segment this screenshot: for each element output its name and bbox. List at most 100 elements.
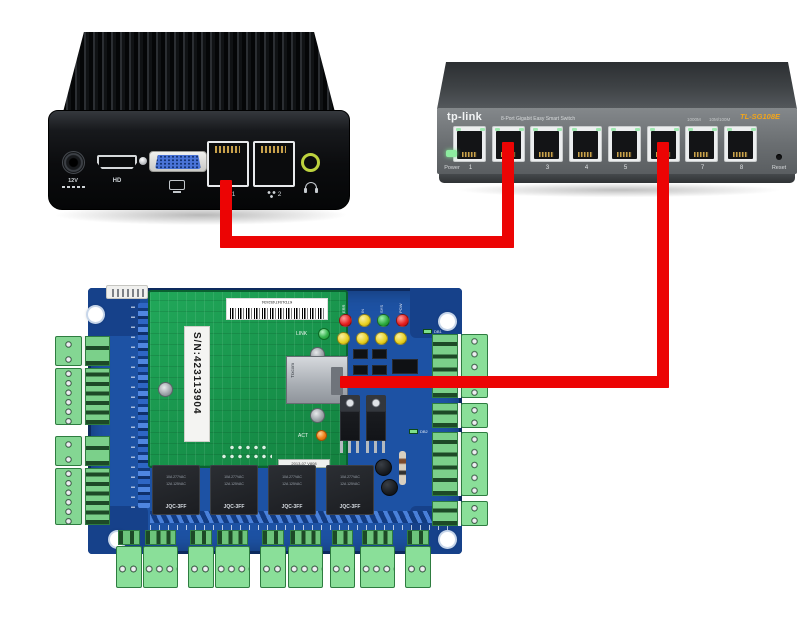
port-led xyxy=(596,128,601,131)
port-number-1: 1 xyxy=(468,165,473,171)
relay-3: 10A 277VAC 12A 125VAC JQC-3FF xyxy=(268,465,316,515)
status-led-yellow xyxy=(375,332,388,345)
terminal-block-right xyxy=(432,403,488,428)
ic-chip xyxy=(372,365,387,375)
act-led xyxy=(316,430,327,441)
terminal-block-left xyxy=(55,468,110,525)
status-led-red xyxy=(339,314,352,327)
switch-port-1 xyxy=(453,126,486,162)
port-led xyxy=(572,128,577,131)
port-number-5: 5 xyxy=(623,165,628,171)
ethernet-cable-switch-to-controller xyxy=(657,142,669,388)
mini-pc: 12V HD 1 2 xyxy=(42,22,360,226)
uplink-speed-label: 1000M xyxy=(687,117,701,122)
ethernet-cable-pc-to-switch xyxy=(220,236,514,248)
controller-module: KTDL04T452434 S/N:423113904 LINK Trxcom … xyxy=(148,290,348,468)
lan2-pins xyxy=(261,146,286,153)
terminal-block-bottom xyxy=(215,530,250,588)
terminal-block-bottom xyxy=(288,530,323,588)
barcode-bars xyxy=(230,308,326,319)
resistor xyxy=(399,451,406,485)
terminal-block-bottom xyxy=(405,530,431,588)
port-led xyxy=(456,128,461,131)
capacitor xyxy=(375,459,392,476)
access-control-board: KTDL04T452434 S/N:423113904 LINK Trxcom … xyxy=(55,283,488,595)
audio-jack xyxy=(301,153,320,172)
capacitor xyxy=(381,479,398,496)
vga-port xyxy=(149,151,207,172)
voltage-regulator xyxy=(340,395,360,411)
status-led-label: IN xyxy=(360,309,365,313)
terminal-block-right xyxy=(432,501,488,526)
port-number-8: 8 xyxy=(739,165,744,171)
ic-chip xyxy=(392,359,418,374)
ethernet-cable-switch-to-controller xyxy=(340,376,669,388)
mini-pc-heatsink xyxy=(62,32,336,116)
screw-post xyxy=(310,408,325,423)
smd-led xyxy=(423,329,432,334)
ethernet-cable-pc-to-switch xyxy=(502,142,514,248)
terminal-block-bottom xyxy=(188,530,214,588)
switch-bottom-edge xyxy=(439,174,795,183)
port-led xyxy=(727,128,732,131)
monitor-icon xyxy=(169,180,185,190)
mounting-hole xyxy=(440,314,455,329)
vga-connector xyxy=(155,155,201,169)
lan1-pins xyxy=(215,146,240,153)
dc-voltage-symbol xyxy=(62,186,85,188)
jack-brand: Trxcom xyxy=(290,363,295,378)
terminal-block-bottom xyxy=(260,530,286,588)
switch-description: 8-Port Gigabit Easy Smart Switch xyxy=(501,116,576,122)
port-led xyxy=(611,128,616,131)
relay-model: JQC-3FF xyxy=(281,504,303,510)
controller-ethernet-jack: Trxcom xyxy=(286,356,348,404)
smd-led xyxy=(409,429,418,434)
port-led xyxy=(533,128,538,131)
port-led xyxy=(480,128,485,131)
status-led-yellow xyxy=(337,332,350,345)
link-led xyxy=(318,328,330,340)
port-led xyxy=(557,128,562,131)
relay-4: 10A 277VAC 12A 125VAC JQC-3FF xyxy=(326,465,374,515)
port-led xyxy=(674,128,679,131)
terminal-block-bottom xyxy=(143,530,178,588)
network-icon xyxy=(266,191,276,198)
switch-port-4 xyxy=(569,126,602,162)
headphone-icon xyxy=(303,182,319,194)
terminal-block-left xyxy=(55,436,110,466)
status-led-label: SYS xyxy=(379,304,384,313)
power-label: Power xyxy=(444,165,460,171)
terminal-block-left xyxy=(55,336,110,366)
port-led xyxy=(635,128,640,131)
ic-chip xyxy=(353,365,368,375)
status-led-green xyxy=(377,314,390,327)
port-led xyxy=(495,128,500,131)
hdmi-port xyxy=(97,155,137,169)
port-led xyxy=(751,128,756,131)
tp-link-logo: tp-link xyxy=(447,111,483,123)
ic-chip xyxy=(353,349,368,359)
lan-port-2 xyxy=(253,141,295,187)
status-led-yellow xyxy=(356,332,369,345)
mini-pc-shadow xyxy=(42,204,360,226)
screw-post xyxy=(158,382,173,397)
smd-led-label: DB1 xyxy=(434,329,442,334)
monitor-icon-base xyxy=(173,191,181,193)
diode-column xyxy=(138,303,150,508)
terminal-block-bottom xyxy=(330,530,355,588)
power-led xyxy=(446,150,457,157)
ethernet-switch: tp-link 8-Port Gigabit Easy Smart Switch… xyxy=(437,62,797,198)
status-led-red xyxy=(396,314,409,327)
reset-label: Reset xyxy=(771,165,787,171)
ic-chip xyxy=(372,349,387,359)
relay-model: JQC-3FF xyxy=(223,504,245,510)
switch-top-face xyxy=(437,62,797,109)
hdmi-label: HD xyxy=(112,178,122,184)
port-led xyxy=(688,128,693,131)
terminal-block-right xyxy=(432,334,488,398)
port-led xyxy=(519,128,524,131)
voltage-regulator xyxy=(366,395,386,411)
status-led-label: POW xyxy=(398,303,403,313)
ethernet-cable-pc-to-switch xyxy=(220,180,232,248)
